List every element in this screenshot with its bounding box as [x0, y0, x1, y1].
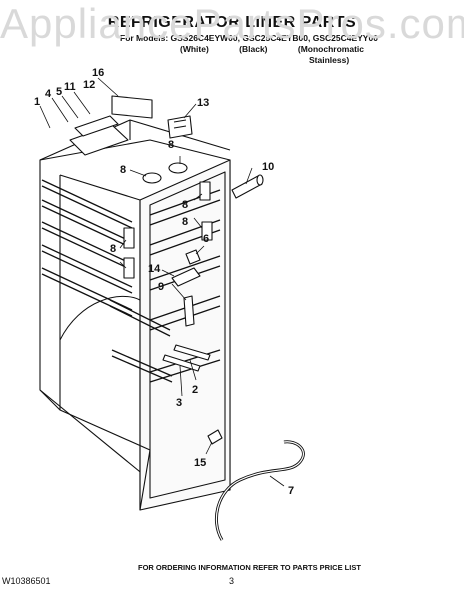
callout-7: 7 [288, 485, 294, 497]
hinge-8-left1 [123, 227, 135, 249]
callout-11: 11 [64, 81, 76, 93]
part-3-strip [162, 354, 201, 372]
callout-10: 10 [262, 161, 274, 173]
callout-2: 2 [192, 384, 198, 396]
models-line: For Models: GSS26C4EYW00, GSC25C4EYB00, … [120, 33, 378, 43]
color-black: (Black) [239, 44, 268, 54]
callout-4: 4 [45, 88, 52, 100]
part-15-fitting [207, 429, 223, 445]
color-stainless: Stainless) [309, 55, 350, 65]
callout-9: 9 [158, 281, 164, 293]
model-colors: (White) (Black) (Monochromatic [180, 44, 392, 55]
callout-16: 16 [92, 67, 104, 79]
color-mono: (Monochromatic [297, 44, 365, 54]
callout-8-d: 8 [182, 216, 188, 228]
part-2-strip [173, 344, 211, 361]
light-socket-8a [142, 172, 162, 184]
model-list: For Models: GSS26C4EYW00, GSC25C4EYB00, … [120, 33, 378, 65]
callout-13: 13 [197, 97, 209, 109]
part-9-clip [183, 295, 195, 327]
page-number: 3 [229, 576, 235, 586]
ordering-info: FOR ORDERING INFORMATION REFER TO PARTS … [138, 563, 361, 572]
callout-6: 6 [203, 233, 209, 245]
callout-15: 15 [194, 457, 206, 469]
callout-12: 12 [83, 79, 95, 91]
doc-code: W10386501 [2, 576, 51, 586]
light-socket-8b [168, 162, 188, 174]
part-16-panel [111, 95, 153, 119]
callout-8-e: 8 [110, 243, 116, 255]
part-14-block [171, 267, 201, 287]
callout-1: 1 [34, 96, 40, 108]
callout-8-b: 8 [168, 139, 174, 151]
hinge-8-left2 [123, 257, 135, 279]
callout-8-c: 8 [182, 199, 188, 211]
callout-3: 3 [176, 397, 182, 409]
callout-5: 5 [56, 86, 62, 98]
callout-8-a: 8 [120, 164, 126, 176]
hinge-8-upper [199, 181, 211, 201]
hinge-8-lower [201, 221, 213, 241]
color-white: (White) [180, 44, 209, 54]
page-title: REFRIGERATOR LINER PARTS [107, 14, 357, 31]
callout-14: 14 [148, 263, 161, 275]
